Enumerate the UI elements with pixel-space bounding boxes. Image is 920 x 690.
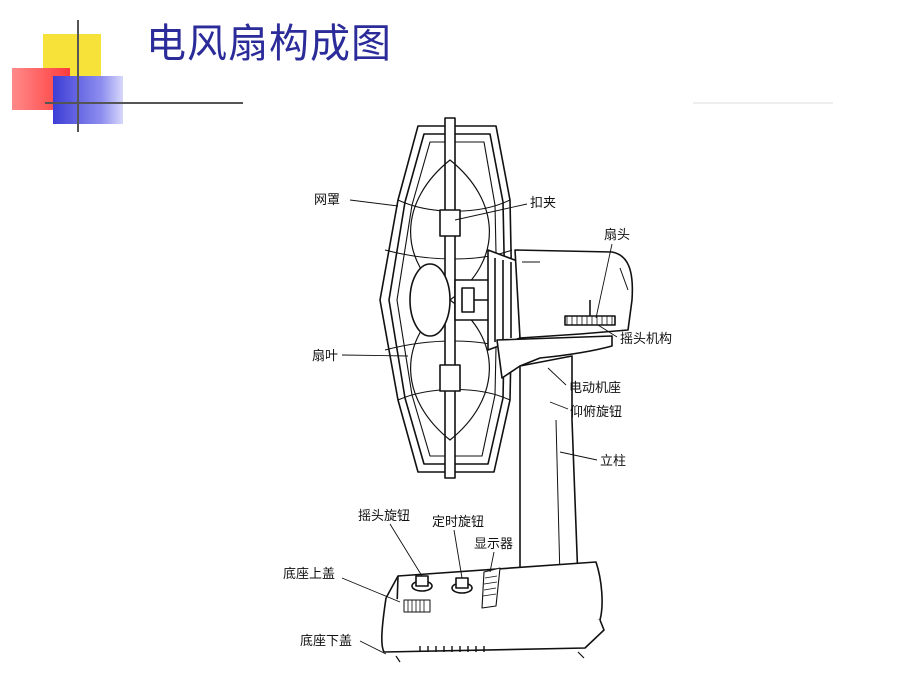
deco-blue-square bbox=[53, 76, 123, 124]
label-timer-knob: 定时旋钮 bbox=[432, 515, 484, 530]
pillar bbox=[519, 355, 579, 589]
label-fan-head: 扇头 bbox=[604, 227, 630, 243]
label-oscillating-mechanism: 摇头机构 bbox=[620, 332, 672, 347]
label-oscillating-knob: 摇头旋钮 bbox=[358, 509, 410, 524]
label-display: 显示器 bbox=[474, 537, 513, 552]
fan-blade-lower bbox=[410, 299, 490, 441]
label-clip: 扣夹 bbox=[530, 196, 556, 211]
label-pillar: 立柱 bbox=[600, 454, 626, 469]
fan-guard-inner bbox=[388, 133, 506, 465]
oscillating-gear bbox=[564, 315, 616, 326]
deco-horizontal-line bbox=[45, 102, 243, 104]
label-tilt-knob: 仰俯旋钮 bbox=[570, 404, 622, 420]
deco-faint-line bbox=[693, 102, 833, 104]
label-motor-seat: 电动机座 bbox=[569, 381, 621, 396]
fan-guard-outer bbox=[379, 125, 513, 473]
label-fan-guard: 网罩 bbox=[314, 193, 340, 208]
page-title: 电风扇构成图 bbox=[146, 21, 392, 67]
base-lower-cover bbox=[381, 597, 605, 653]
deco-vertical-line bbox=[77, 20, 79, 132]
label-base-lower-cover: 底座下盖 bbox=[300, 633, 352, 649]
motor-seat bbox=[496, 335, 613, 379]
label-fan-blade: 扇叶 bbox=[312, 348, 338, 364]
label-base-upper-cover: 底座上盖 bbox=[283, 566, 335, 582]
